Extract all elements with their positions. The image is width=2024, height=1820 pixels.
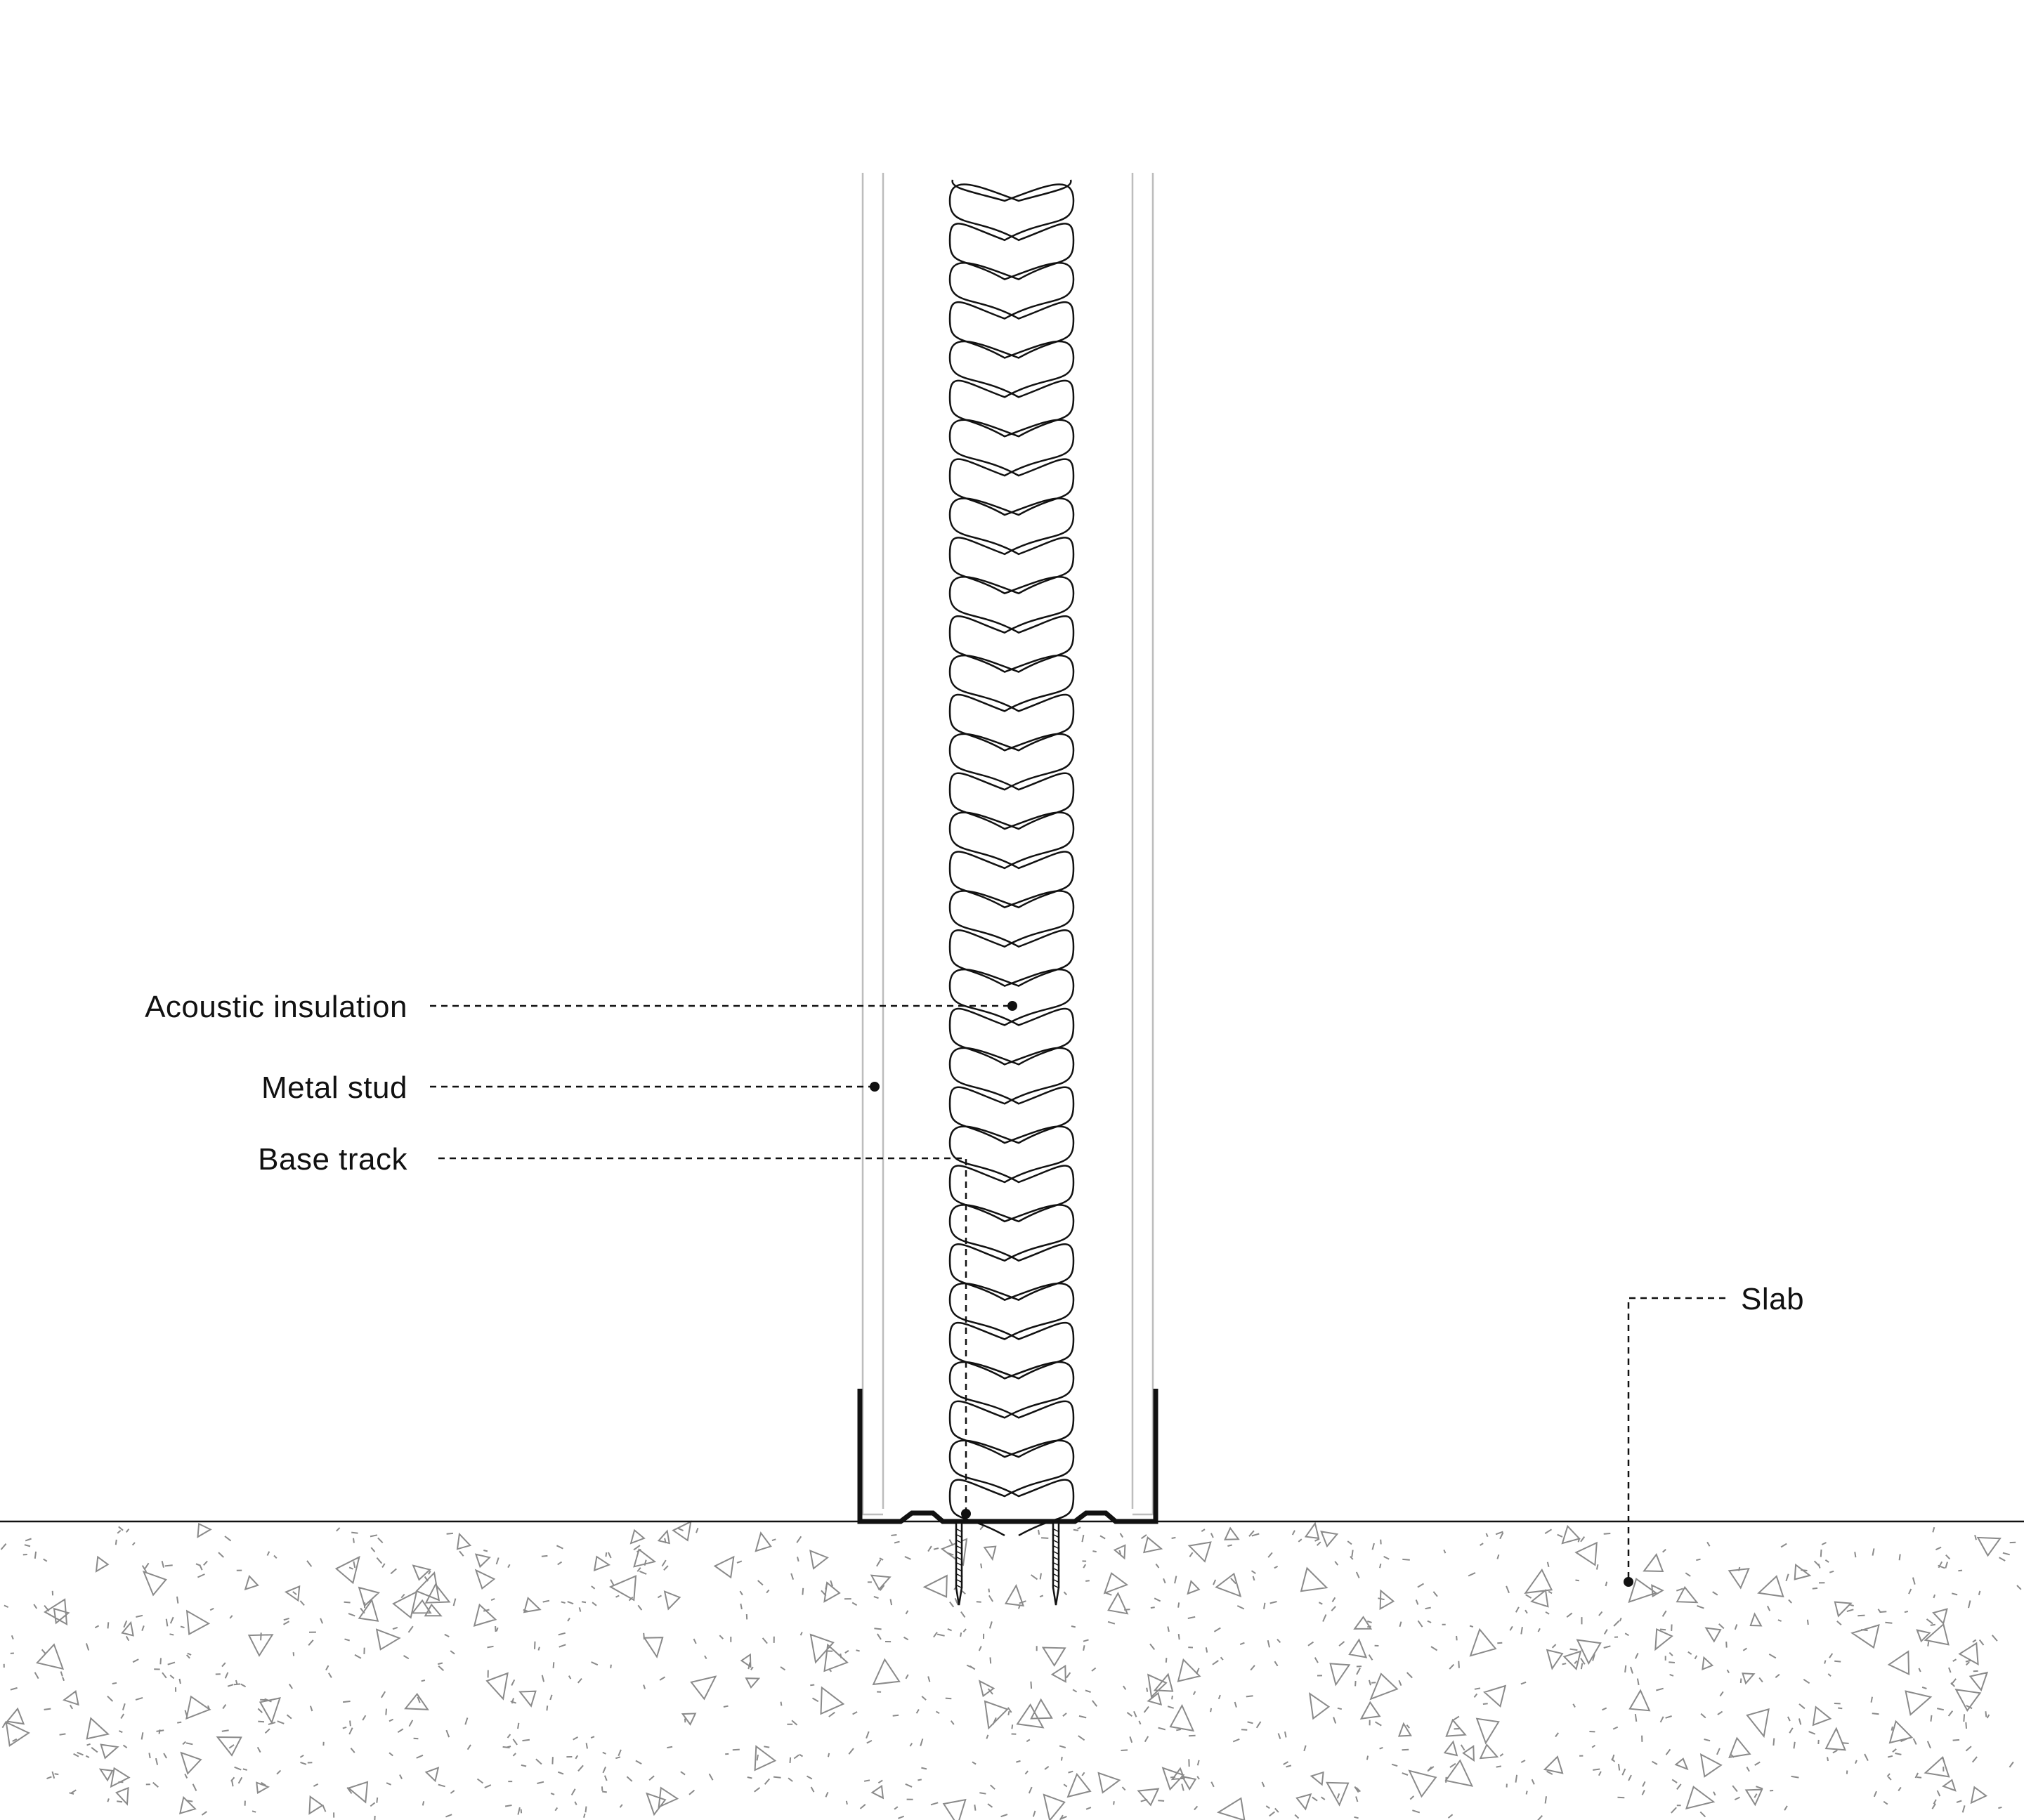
leader-acoustic-insulation <box>430 1001 1017 1011</box>
label-metal-stud: Metal stud <box>261 1071 407 1105</box>
leader-base-track <box>438 1157 971 1519</box>
slab-aggregate-hatch <box>0 1520 2022 1820</box>
screw-2 <box>1052 1521 1060 1606</box>
acoustic-insulation <box>948 179 1075 1537</box>
leader-slab <box>1624 1297 1725 1587</box>
leader-metal-stud <box>430 1082 880 1092</box>
metal-stud-right <box>1131 173 1154 1516</box>
base-track-fasteners <box>955 1521 1060 1606</box>
insulation-loop-stroke-mirror <box>948 179 1075 1537</box>
label-base-track: Base track <box>258 1142 407 1177</box>
label-slab: Slab <box>1741 1282 1804 1316</box>
slab-fill <box>0 1521 2024 1820</box>
metal-stud-left <box>861 173 884 1516</box>
label-acoustic-insulation: Acoustic insulation <box>145 990 407 1024</box>
base-track <box>857 1389 1158 1524</box>
aggregate-triangles <box>5 1520 2002 1820</box>
screw-1 <box>955 1521 963 1606</box>
slab <box>0 1520 2024 1820</box>
